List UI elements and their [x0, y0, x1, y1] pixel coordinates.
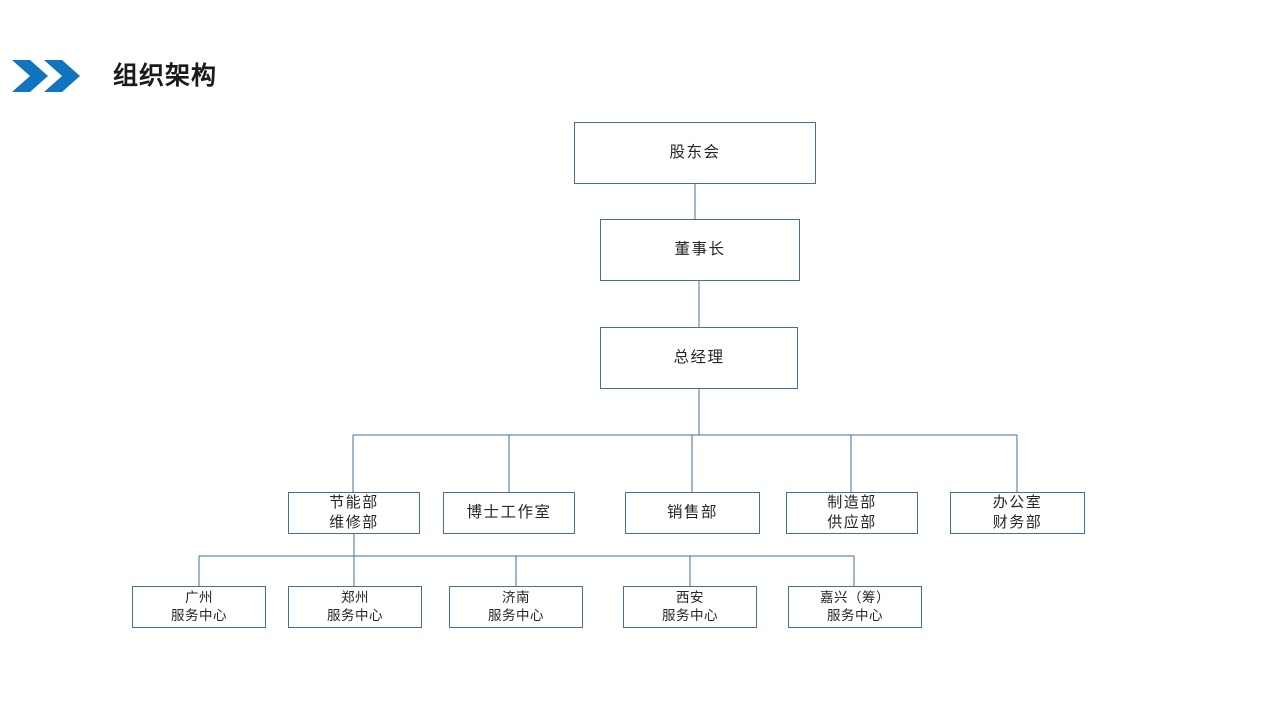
node-department-office-finance[interactable]: 办公室 财务部 — [950, 492, 1085, 534]
node-service-center-zhengzhou[interactable]: 郑州 服务中心 — [288, 586, 422, 628]
slide-header: 组织架构 — [0, 48, 1280, 104]
node-shareholders-meeting[interactable]: 股东会 — [574, 122, 816, 184]
node-label-line2: 服务中心 — [488, 608, 544, 623]
node-label-line1: 办公室 — [992, 494, 1043, 511]
node-label-line1: 广州 — [185, 590, 213, 605]
node-label-line2: 服务中心 — [327, 608, 383, 623]
node-service-center-xian[interactable]: 西安 服务中心 — [623, 586, 757, 628]
node-label-line1: 博士工作室 — [466, 504, 552, 521]
node-label-line2: 服务中心 — [662, 608, 718, 623]
node-label-line1: 销售部 — [666, 504, 718, 521]
node-label-line1: 总经理 — [673, 349, 725, 366]
node-label-line2: 服务中心 — [171, 608, 227, 623]
double-chevron-right-icon — [12, 58, 84, 94]
node-label-line2: 财务部 — [992, 514, 1043, 531]
node-department-doctor-studio[interactable]: 博士工作室 — [443, 492, 575, 534]
node-label-line1: 郑州 — [341, 590, 369, 605]
node-general-manager[interactable]: 总经理 — [600, 327, 798, 389]
node-label-line1: 济南 — [502, 590, 530, 605]
node-department-energy-maintenance[interactable]: 节能部 维修部 — [288, 492, 420, 534]
node-label-line1: 董事长 — [674, 241, 726, 258]
node-chairman[interactable]: 董事长 — [600, 219, 800, 281]
node-label-line1: 嘉兴（筹） — [820, 590, 890, 605]
node-service-center-jiaxing[interactable]: 嘉兴（筹） 服务中心 — [788, 586, 922, 628]
node-service-center-guangzhou[interactable]: 广州 服务中心 — [132, 586, 266, 628]
node-label-line2: 供应部 — [827, 514, 877, 531]
page-title: 组织架构 — [113, 62, 218, 90]
node-department-sales[interactable]: 销售部 — [625, 492, 760, 534]
node-label-line1: 制造部 — [827, 494, 877, 511]
node-label-line2: 服务中心 — [827, 608, 883, 623]
node-label-line1: 西安 — [676, 590, 704, 605]
node-label-line2: 维修部 — [329, 514, 379, 531]
node-label-line1: 节能部 — [329, 494, 379, 511]
node-department-manufacturing-supply[interactable]: 制造部 供应部 — [786, 492, 918, 534]
node-label-line1: 股东会 — [669, 144, 721, 161]
node-service-center-jinan[interactable]: 济南 服务中心 — [449, 586, 583, 628]
